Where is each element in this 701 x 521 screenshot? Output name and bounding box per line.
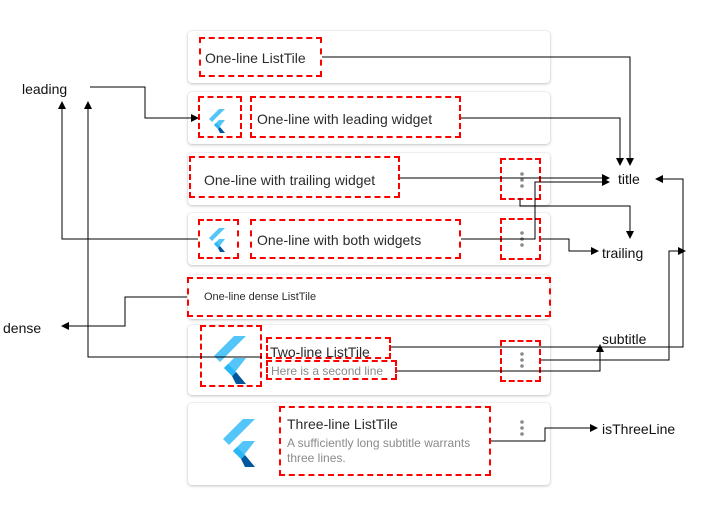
three-line-title: Three-line ListTile: [287, 416, 398, 432]
flutter-logo-icon: [209, 109, 225, 133]
three-line-subtitle-line-2: three lines.: [287, 451, 346, 465]
more-vert-icon[interactable]: [516, 418, 528, 438]
more-vert-icon[interactable]: [516, 350, 528, 370]
dense-tile-title: One-line dense ListTile: [204, 291, 317, 303]
label-leading: leading: [22, 81, 68, 97]
three-line-subtitle-line-1: A sufficiently long subtitle warrants: [287, 436, 471, 450]
both-tile-title: One-line with both widgets: [257, 232, 422, 248]
highlight-both-leading-icon: [198, 219, 239, 259]
leading-tile-title: One-line with leading widget: [257, 111, 433, 127]
highlight-trailing-title: [189, 156, 400, 198]
two-line-title: Two-line ListTile: [270, 344, 370, 360]
highlight-two-line-title: [266, 337, 391, 359]
label-subtitle: subtitle: [602, 331, 647, 347]
highlight-two-line-leading: [200, 325, 262, 387]
more-vert-icon[interactable]: [516, 170, 528, 190]
trailing-tile-title: One-line with trailing widget: [204, 172, 376, 188]
highlight-leading-icon: [198, 96, 242, 138]
label-dense: dense: [3, 320, 42, 336]
one-line-title: One-line ListTile: [205, 50, 306, 66]
highlight-three-line-text: [279, 406, 491, 476]
highlight-leading-title: [250, 96, 461, 138]
flutter-logo-icon: [209, 228, 225, 252]
label-is-three-line: isThreeLine: [602, 421, 676, 437]
label-title: title: [618, 171, 640, 187]
label-trailing: trailing: [602, 245, 644, 261]
highlight-one-line-title: [199, 37, 322, 77]
list-tile-dense[interactable]: [188, 275, 550, 319]
flutter-logo-icon: [223, 419, 255, 467]
highlight-two-line-trailing: [500, 340, 541, 382]
highlight-both-title: [250, 219, 461, 259]
two-line-subtitle: Here is a second line: [271, 364, 384, 378]
flutter-logo-icon: [214, 336, 246, 384]
highlight-two-line-subtitle: [266, 360, 397, 380]
highlight-dense-tile: [187, 277, 551, 317]
